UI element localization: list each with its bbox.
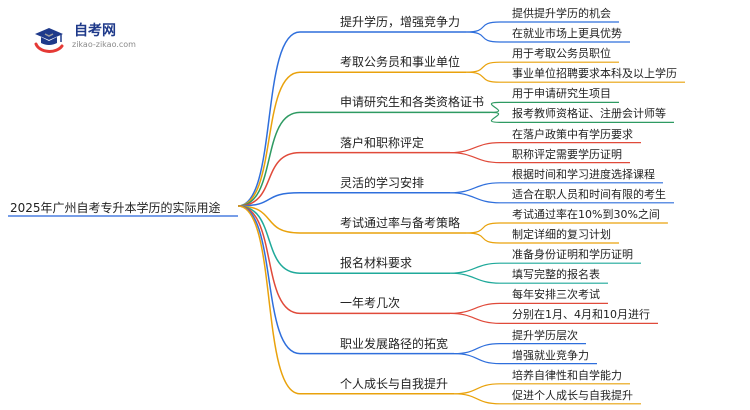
branch-connector <box>237 31 301 207</box>
branch-label: 职业发展路径的拓宽 <box>340 336 449 351</box>
leaf-connector <box>466 222 501 234</box>
branch-connector <box>237 71 301 207</box>
branch-label: 落户和职称评定 <box>340 135 425 150</box>
leaf-connector <box>449 312 501 324</box>
leaf-label: 促进个人成长与自我提升 <box>512 388 633 402</box>
leaf-connector <box>449 302 501 314</box>
branch-connector <box>237 111 301 207</box>
leaf-label: 适合在职人员和时间有限的考生 <box>512 187 666 201</box>
leaf-connector <box>449 272 501 284</box>
branch-connector <box>237 205 301 355</box>
leaf-label: 在落户政策中有学历要求 <box>512 127 633 141</box>
leaf-label: 提升学历层次 <box>512 328 578 342</box>
branch-connector <box>237 205 301 315</box>
graduation-cap-icon <box>34 28 64 53</box>
leaf-label: 准备身份证明和学历证明 <box>512 248 633 262</box>
leaf-label: 培养自律性和自学能力 <box>512 368 622 382</box>
branch-label: 报名材料要求 <box>340 256 413 271</box>
branch-connector <box>237 205 301 274</box>
leaf-label: 考试通过率在10%到30%之间 <box>512 208 660 221</box>
leaf-connector <box>454 383 501 395</box>
leaf-label: 根据时间和学习进度选择课程 <box>512 167 655 181</box>
leaf-connector <box>490 111 501 123</box>
leaf-connector <box>454 393 501 405</box>
leaf-label: 增强就业竞争力 <box>512 348 589 362</box>
leaf-connector <box>466 21 501 33</box>
branch-label: 灵活的学习安排 <box>340 175 425 190</box>
branch-label: 一年考几次 <box>340 296 401 311</box>
branch-connector <box>237 205 301 395</box>
branch-label: 申请研究生和各类资格证书 <box>340 95 485 110</box>
branch-connector <box>237 192 301 207</box>
logo-url: zikao-zikao.com <box>72 40 136 49</box>
branch-label: 提升学历，增强竞争力 <box>340 15 461 29</box>
leaf-connector <box>466 61 501 73</box>
leaf-label: 分别在1月、4月和10月进行 <box>512 308 650 322</box>
leaf-label: 用于考取公务员职位 <box>512 47 611 61</box>
site-logo[interactable]: 自考网 zikao-zikao.com <box>32 20 172 60</box>
leaf-connector <box>449 262 501 274</box>
leaf-connector <box>454 353 501 365</box>
leaf-label: 提供提升学历的机会 <box>512 7 611 20</box>
leaf-connector <box>449 192 501 204</box>
leaf-connector <box>449 182 501 194</box>
leaf-label: 用于申请研究生项目 <box>512 87 611 101</box>
leaf-label: 职称评定需要学历证明 <box>512 147 622 161</box>
leaf-label: 制定详细的复习计划 <box>512 228 611 241</box>
root-topic: 2025年广州自考专升本学历的实际用途 <box>10 201 221 215</box>
leaf-label: 在就业市场上更具优势 <box>512 27 622 40</box>
leaf-label: 填写完整的报名表 <box>512 268 600 282</box>
branch-label: 个人成长与自我提升 <box>340 376 449 391</box>
leaf-label: 每年安排三次考试 <box>512 288 600 302</box>
leaf-connector <box>466 31 501 43</box>
branch-connector <box>237 151 301 207</box>
leaf-label: 报考教师资格证、注册会计师等 <box>512 107 666 121</box>
logo-title: 自考网 <box>74 23 116 39</box>
leaf-connector <box>490 101 501 113</box>
branch-label: 考取公务员和事业单位 <box>340 55 461 70</box>
branch-label: 考试通过率与备考策略 <box>340 216 461 230</box>
leaf-connector <box>454 343 501 355</box>
leaf-connector <box>466 71 501 83</box>
leaf-connector <box>449 152 501 164</box>
branch-connector <box>237 205 301 234</box>
leaf-connector <box>449 142 501 154</box>
leaf-label: 事业单位招聘要求本科及以上学历 <box>512 67 677 81</box>
leaf-connector <box>466 232 501 244</box>
